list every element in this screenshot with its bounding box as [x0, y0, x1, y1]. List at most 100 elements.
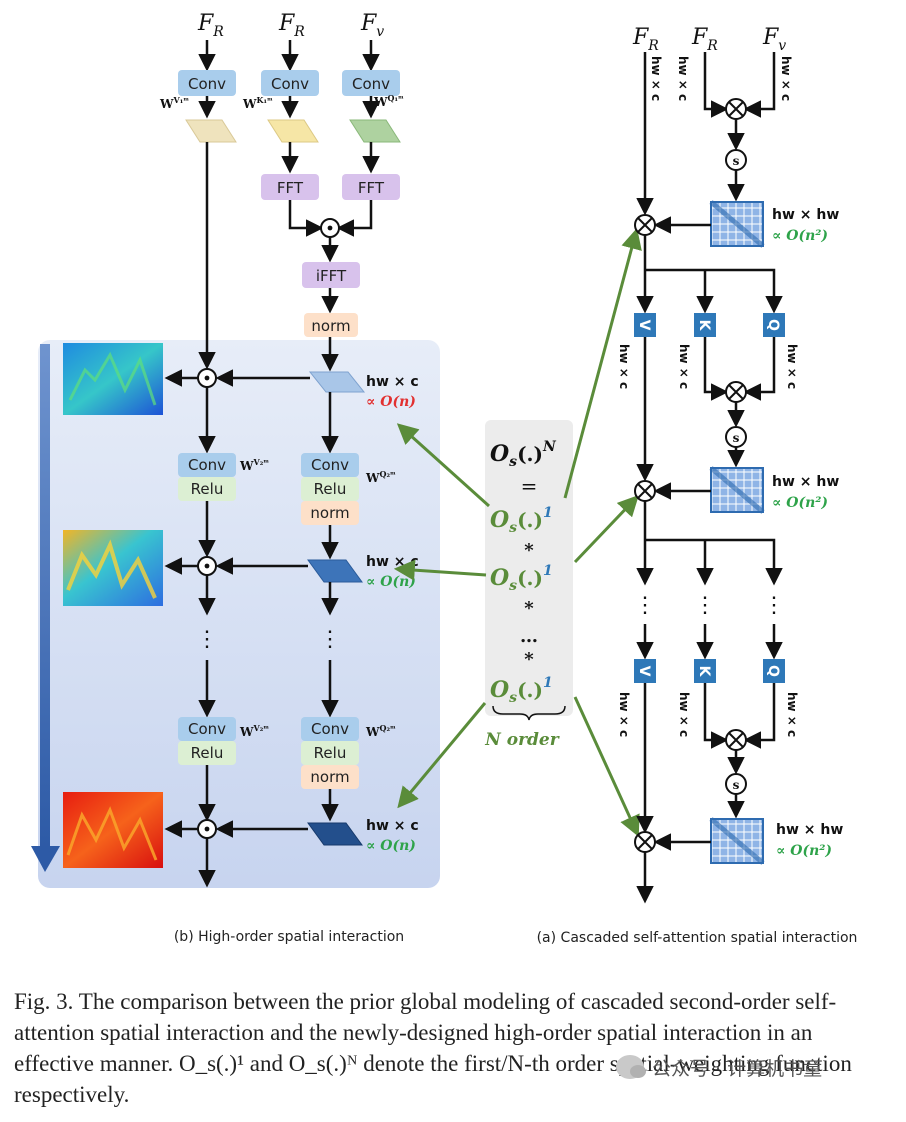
star-1: *: [524, 540, 534, 561]
weight-v2a: WV₂ᵐ: [239, 457, 269, 473]
weight-q2a: WQ₂ᵐ: [365, 469, 396, 485]
feature-slab-level-n: [307, 822, 363, 846]
matmul-op-a1: [725, 98, 747, 120]
ellipsis-q-path: ⋮: [319, 627, 341, 652]
fft-label-q: FFT: [358, 179, 385, 197]
attn-dim-a1: hw × hw: [772, 207, 839, 223]
ellipsis-a-k: ⋮: [694, 593, 716, 618]
input-a-fv: Fv: [762, 25, 786, 54]
input-fr-1: FR: [197, 11, 224, 40]
weight-q2b: WQ₂ᵐ: [365, 723, 396, 739]
svg-text:s: s: [733, 431, 740, 445]
complexity-a2: ∝ O(n²): [772, 495, 828, 511]
os-n-term: Os(.)N: [490, 439, 557, 470]
ellipsis-a-q: ⋮: [763, 593, 785, 618]
equals-sign: =: [521, 474, 538, 498]
fft-label-k: FFT: [277, 179, 304, 197]
wechat-logo-icon: [616, 1055, 646, 1079]
ellipsis-a-v: ⋮: [634, 593, 656, 618]
heatmap-level-n: [63, 792, 163, 868]
n-order-label: N order: [484, 730, 559, 750]
dim-level-2: hw × c: [366, 554, 419, 570]
v-box-2: [634, 659, 656, 683]
heatmap-level-1: [63, 343, 163, 415]
svg-text:FR: FR: [278, 11, 305, 40]
norm-label-q2b: norm: [310, 768, 349, 786]
ellipsis-formula: …: [520, 626, 538, 647]
q-label-2: Q: [765, 665, 781, 677]
fft-box-k: [261, 174, 319, 200]
norm-label-q2a: norm: [310, 504, 349, 522]
complexity-level-2: ∝ O(n): [366, 574, 416, 590]
dim-q-1: hw × c: [785, 344, 799, 389]
softmax-op-a3: s: [725, 773, 747, 795]
figure-caption: Fig. 3. The comparison between the prior…: [14, 989, 852, 1107]
figure: FR FR Fv Conv Conv Conv WV₁ᵐ WK₁ᵐ WQ₁ᵐ F…: [31, 11, 858, 946]
conv-box-v2b: [178, 717, 236, 741]
dim-v-1: hw × c: [617, 344, 631, 389]
underbrace: [492, 705, 566, 721]
input-fv: Fv: [360, 11, 384, 40]
conv-label-q2b: Conv: [311, 720, 349, 738]
matmul-op-a6: [634, 831, 656, 853]
hadamard-op-level-1: [197, 368, 217, 388]
os-1-term-c: Os(.)1: [490, 675, 553, 706]
dim-level-1: hw × c: [366, 374, 419, 390]
svg-text:FR: FR: [197, 11, 224, 40]
complexity-a3: ∝ O(n²): [776, 843, 832, 859]
dim-a-fr1: hw × c: [649, 56, 663, 101]
relu-label-v2b: Relu: [191, 744, 224, 762]
dim-k-1: hw × c: [677, 344, 691, 389]
k-label-1: K: [696, 320, 712, 332]
caption-panel-b: (b) High-order spatial interaction: [174, 929, 404, 945]
conv-label-q2a: Conv: [311, 456, 349, 474]
watermark: 公众号 · 计算机书童: [616, 1050, 886, 1084]
conv-label-q: Conv: [352, 75, 390, 93]
complexity-level-n: ∝ O(n): [366, 838, 416, 854]
matmul-op-a2: [634, 214, 656, 236]
feature-slab-level-2: [307, 559, 363, 583]
input-a-fr-1: FR: [632, 25, 659, 54]
relu-box-q2b: [301, 741, 359, 765]
star-2: *: [524, 598, 534, 619]
caption-panel-a: (a) Cascaded self-attention spatial inte…: [537, 930, 858, 946]
relu-label-q2a: Relu: [314, 480, 347, 498]
complexity-a1: ∝ O(n²): [772, 228, 828, 244]
formula-background: [485, 420, 573, 716]
matmul-op-a3: [725, 381, 747, 403]
matmul-op-a4: [634, 480, 656, 502]
v-box-1: [634, 313, 656, 337]
dim-a-fv: hw × c: [779, 56, 793, 101]
ifft-label: iFFT: [316, 267, 347, 285]
q-label-1: Q: [765, 319, 781, 331]
conv-label-v: Conv: [188, 75, 226, 93]
weight-k1: WK₁ᵐ: [242, 95, 273, 111]
k-box-2: [694, 659, 716, 683]
conv-box-q2b: [301, 717, 359, 741]
norm-label-1: norm: [311, 317, 350, 335]
k-box-1: [694, 313, 716, 337]
feature-slab-v: [185, 119, 237, 143]
relu-box-q2a: [301, 477, 359, 501]
hadamard-op-level-2: [197, 556, 217, 576]
complexity-level-1: ∝ O(n): [366, 394, 416, 410]
weight-v1: WV₁ᵐ: [159, 95, 189, 111]
star-3: *: [524, 649, 534, 670]
fft-box-q: [342, 174, 400, 200]
dim-k-2: hw × c: [677, 692, 691, 737]
dim-a-fr2: hw × c: [676, 56, 690, 101]
conv-box-k: [261, 70, 319, 96]
watermark-text: 公众号 · 计算机书童: [652, 1057, 823, 1080]
os-1-term-b: Os(.)1: [490, 563, 553, 594]
softmax-op-a2: s: [725, 426, 747, 448]
weight-q1: WQ₁ᵐ: [373, 93, 404, 109]
depth-arrow-bar: [40, 344, 50, 849]
conv-label-k: Conv: [271, 75, 309, 93]
feature-slab-q: [349, 119, 401, 143]
k-label-2: K: [696, 666, 712, 678]
dim-v-2: hw × c: [617, 692, 631, 737]
relu-label-q2b: Relu: [314, 744, 347, 762]
norm-box-q2a: [301, 501, 359, 525]
feature-slab-level-1: [308, 371, 366, 393]
ifft-box: [302, 262, 360, 288]
